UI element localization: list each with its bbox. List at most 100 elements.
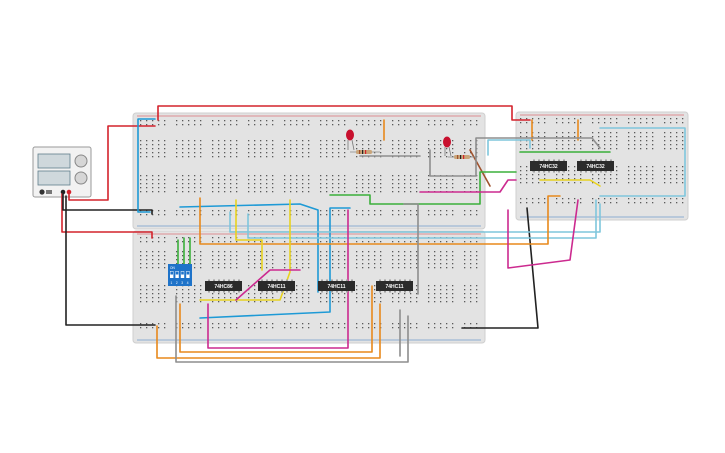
breadboard-hole[interactable] [176,263,178,265]
wire-blue-1[interactable] [137,118,156,213]
breadboard-hole[interactable] [374,183,376,185]
breadboard-hole[interactable] [470,210,472,212]
breadboard-hole[interactable] [580,132,582,134]
breadboard-hole[interactable] [652,202,654,204]
breadboard-hole[interactable] [224,251,226,253]
breadboard-hole[interactable] [272,327,274,329]
breadboard-hole[interactable] [404,327,406,329]
breadboard-hole[interactable] [272,263,274,265]
breadboard-hole[interactable] [428,156,430,158]
breadboard-hole[interactable] [320,152,322,154]
breadboard-hole[interactable] [362,293,364,295]
breadboard-hole[interactable] [374,289,376,291]
breadboard-hole[interactable] [320,175,322,177]
breadboard-hole[interactable] [146,124,148,126]
breadboard-hole[interactable] [200,263,202,265]
breadboard-hole[interactable] [392,144,394,146]
breadboard-hole[interactable] [326,214,328,216]
breadboard-hole[interactable] [224,152,226,154]
chip-74hc86-u1[interactable]: 74HC86 [205,279,242,293]
breadboard-hole[interactable] [194,144,196,146]
breadboard-hole[interactable] [212,175,214,177]
breadboard-hole[interactable] [296,251,298,253]
breadboard-hole[interactable] [544,122,546,124]
breadboard-hole[interactable] [266,187,268,189]
breadboard-hole[interactable] [610,136,612,138]
breadboard-hole[interactable] [254,144,256,146]
breadboard-hole[interactable] [592,178,594,180]
breadboard-hole[interactable] [598,198,600,200]
breadboard-hole[interactable] [308,179,310,181]
breadboard-hole[interactable] [416,267,418,269]
breadboard-hole[interactable] [440,152,442,154]
breadboard-hole[interactable] [230,187,232,189]
breadboard-hole[interactable] [652,178,654,180]
breadboard-hole[interactable] [236,301,238,303]
breadboard-hole[interactable] [470,124,472,126]
breadboard-hole[interactable] [398,259,400,261]
breadboard-hole[interactable] [526,170,528,172]
breadboard-hole[interactable] [556,136,558,138]
breadboard-hole[interactable] [236,323,238,325]
breadboard-hole[interactable] [574,182,576,184]
breadboard-hole[interactable] [392,323,394,325]
breadboard-hole[interactable] [452,241,454,243]
breadboard-hole[interactable] [544,174,546,176]
breadboard-hole[interactable] [152,293,154,295]
breadboard-hole[interactable] [266,251,268,253]
breadboard-hole[interactable] [640,174,642,176]
breadboard-hole[interactable] [248,148,250,150]
breadboard-hole[interactable] [272,297,274,299]
breadboard-hole[interactable] [272,293,274,295]
breadboard-hole[interactable] [182,179,184,181]
breadboard-hole[interactable] [290,179,292,181]
breadboard-hole[interactable] [682,132,684,134]
breadboard-hole[interactable] [356,179,358,181]
breadboard-hole[interactable] [464,251,466,253]
breadboard-hole[interactable] [446,327,448,329]
breadboard-hole[interactable] [296,293,298,295]
terminal-negative[interactable] [60,189,66,195]
breadboard-hole[interactable] [212,120,214,122]
breadboard-hole[interactable] [634,122,636,124]
breadboard-hole[interactable] [320,179,322,181]
breadboard-hole[interactable] [416,285,418,287]
breadboard-hole[interactable] [676,166,678,168]
breadboard-hole[interactable] [416,175,418,177]
breadboard-hole[interactable] [308,148,310,150]
breadboard-hole[interactable] [326,293,328,295]
breadboard-hole[interactable] [356,124,358,126]
breadboard-hole[interactable] [452,152,454,154]
breadboard-hole[interactable] [664,174,666,176]
breadboard-hole[interactable] [272,191,274,193]
breadboard-hole[interactable] [362,183,364,185]
breadboard-hole[interactable] [302,210,304,212]
breadboard-hole[interactable] [338,140,340,142]
breadboard-hole[interactable] [308,255,310,257]
breadboard-hole[interactable] [308,267,310,269]
breadboard-hole[interactable] [526,148,528,150]
breadboard-hole[interactable] [568,166,570,168]
breadboard-hole[interactable] [416,293,418,295]
breadboard-hole[interactable] [356,251,358,253]
breadboard-hole[interactable] [634,178,636,180]
breadboard-hole[interactable] [374,179,376,181]
breadboard-hole[interactable] [182,327,184,329]
breadboard-hole[interactable] [140,152,142,154]
breadboard-hole[interactable] [272,124,274,126]
breadboard-hole[interactable] [266,241,268,243]
breadboard-hole[interactable] [440,255,442,257]
breadboard-hole[interactable] [182,301,184,303]
breadboard-hole[interactable] [362,259,364,261]
breadboard-hole[interactable] [182,263,184,265]
breadboard-hole[interactable] [344,251,346,253]
breadboard-hole[interactable] [212,179,214,181]
breadboard-hole[interactable] [640,182,642,184]
breadboard-hole[interactable] [580,174,582,176]
breadboard-hole[interactable] [266,156,268,158]
breadboard-hole[interactable] [440,289,442,291]
breadboard-hole[interactable] [212,124,214,126]
wire-black-gnd-3[interactable] [461,207,539,329]
breadboard-hole[interactable] [176,144,178,146]
breadboard-hole[interactable] [218,255,220,257]
